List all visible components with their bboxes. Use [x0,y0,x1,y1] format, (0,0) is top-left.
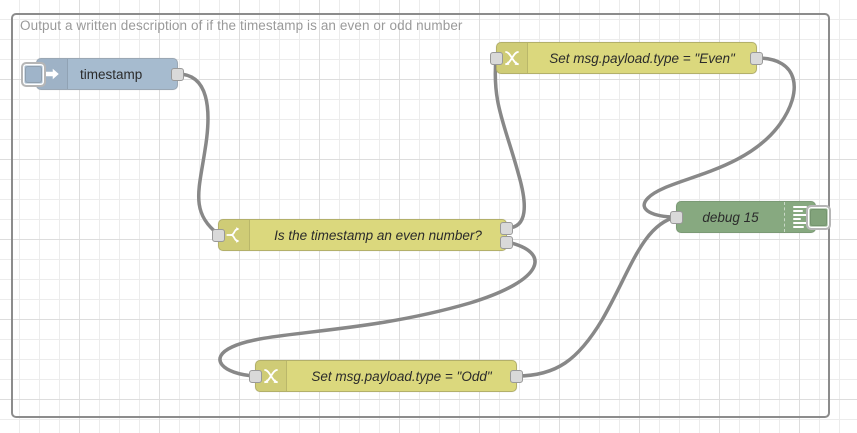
node-debug-15[interactable]: debug 15 [670,201,831,233]
node-label-inject: timestamp [80,66,143,82]
inject-button-pad [25,66,42,83]
debug-lines-glyph [793,206,807,228]
debug-button-pad [810,209,827,226]
port-out-change-even-0[interactable] [750,52,763,65]
node-change-odd[interactable]: Set msg.payload.type = "Odd" [249,360,523,392]
port-in-switch-0[interactable] [212,229,225,242]
node-change-even[interactable]: Set msg.payload.type = "Even" [490,42,763,74]
port-out-change-odd-0[interactable] [510,370,523,383]
port-out-switch-0[interactable] [500,222,513,235]
flow-group-label: Output a written description of if the t… [20,18,463,33]
switch-icon [219,220,250,250]
node-label-change-odd: Set msg.payload.type = "Odd" [311,368,492,384]
port-in-change-even-0[interactable] [490,52,503,65]
port-in-debug-0[interactable] [670,211,683,224]
node-label-debug: debug 15 [702,209,759,225]
port-out-switch-1[interactable] [500,236,513,249]
port-out-inject-0[interactable] [171,68,184,81]
node-label-switch: Is the timestamp an even number? [274,227,482,243]
node-label-change-even: Set msg.payload.type = "Even" [549,50,735,66]
node-inject-timestamp[interactable]: timestamp [21,58,184,90]
inject-trigger-button[interactable] [21,62,46,87]
port-in-change-odd-0[interactable] [249,370,262,383]
debug-lines-icon [784,202,815,232]
node-switch-even-check[interactable]: Is the timestamp an even number? [212,219,513,251]
debug-toggle-button[interactable] [806,205,831,230]
